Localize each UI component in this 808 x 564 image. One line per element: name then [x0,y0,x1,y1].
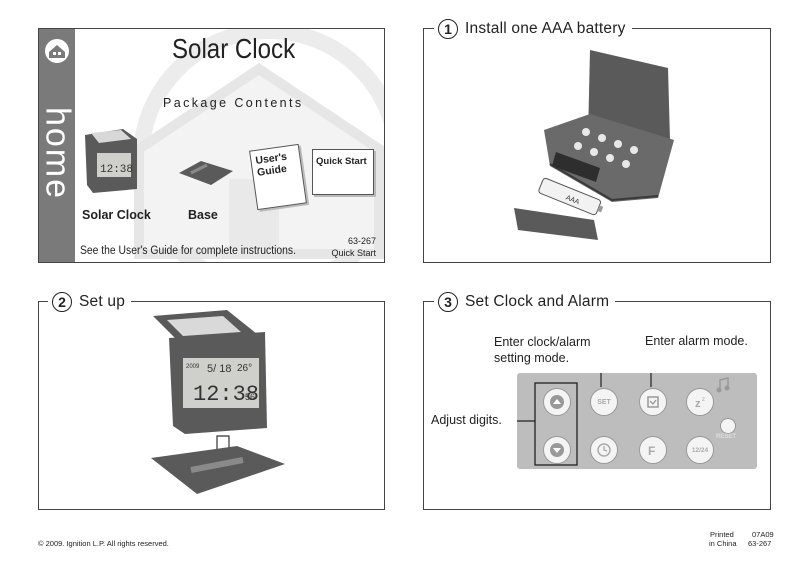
down-button[interactable] [543,436,571,464]
users-guide-label: User's Guide [254,150,288,179]
svg-text:z: z [702,397,705,403]
reset-button[interactable] [720,418,736,434]
alarm-button[interactable] [639,388,667,416]
battery-install-illustration: AAA [514,50,674,240]
section1-number: 1 [438,19,458,39]
svg-text:F: F [648,444,655,458]
arrow-down-icon [550,443,564,457]
users-guide-booklet: User's Guide [249,143,307,211]
item-base-label: Base [188,208,218,222]
clock-setup-illustration: 2009 5/ 18 26° 12:38 56 [151,310,285,494]
printed-label: Printed [710,530,734,539]
battery-label: AAA [565,194,581,206]
section1-title: Install one AAA battery [465,20,626,37]
country-label: in China [709,539,737,548]
solar-clock-image: 12:38 [85,129,137,193]
display-time: 12:38 [193,382,259,407]
svg-text:z: z [695,398,701,410]
clock-mode-button[interactable] [590,436,618,464]
svg-text:12:38: 12:38 [100,164,133,176]
section2-title: Set up [79,293,126,310]
alarm-icon [647,396,659,408]
footer-instructions: See the User's Guide for complete instru… [80,245,296,257]
section1-header: 1 Install one AAA battery [434,19,632,39]
home-logo-icon [45,39,69,63]
copyright: © 2009. Ignition L.P. All rights reserve… [38,539,169,548]
reset-label: RESET [716,434,737,440]
package-contents-heading: Package Contents [163,96,304,110]
section2-header: 2 Set up [48,292,132,312]
footer-model: 63-267 [748,539,772,548]
quick-start-label: Quick Start [316,156,367,167]
display-temp: 26° [237,363,252,374]
cover-panel: home Solar Clock Package Contents 12:38 … [38,28,385,263]
set-button[interactable]: SET [590,388,618,416]
callout-digits: Adjust digits. [431,413,502,427]
section3-header: 3 Set Clock and Alarm [434,292,616,312]
section2-panel [38,301,385,510]
arrow-up-icon [550,395,564,409]
model-caption: Quick Start [331,248,376,258]
section3-title: Set Clock and Alarm [465,293,610,310]
temperature-icon: F [648,444,655,458]
cover-title: Solar Clock [172,33,296,64]
clock-icon [597,443,611,457]
sidebar-word: home [38,106,77,201]
hour-format-button[interactable]: 12/24 [686,436,714,464]
music-note-icon [716,377,730,393]
sidebar-strip: home [38,29,77,262]
display-year: 2009 [186,364,200,370]
callout-set: Enter clock/alarm setting mode. [494,335,591,365]
quick-start-card: Quick Start [312,149,374,195]
up-button[interactable] [543,388,571,416]
set-button-label: SET [597,398,611,406]
item-solar-clock-label: Solar Clock [82,208,151,222]
button-panel-art [517,373,652,466]
base-image [179,161,233,185]
display-seconds: 56 [245,392,255,402]
model-number: 63-267 [347,236,376,246]
hour-format-label: 12/24 [691,446,709,454]
print-code: 07A09 [752,530,774,539]
display-date: 5/ 18 [207,363,231,375]
section2-number: 2 [52,292,72,312]
section3-number: 3 [438,292,458,312]
temp-unit-button[interactable]: F [639,436,667,464]
callout-alarm: Enter alarm mode. [645,334,748,348]
